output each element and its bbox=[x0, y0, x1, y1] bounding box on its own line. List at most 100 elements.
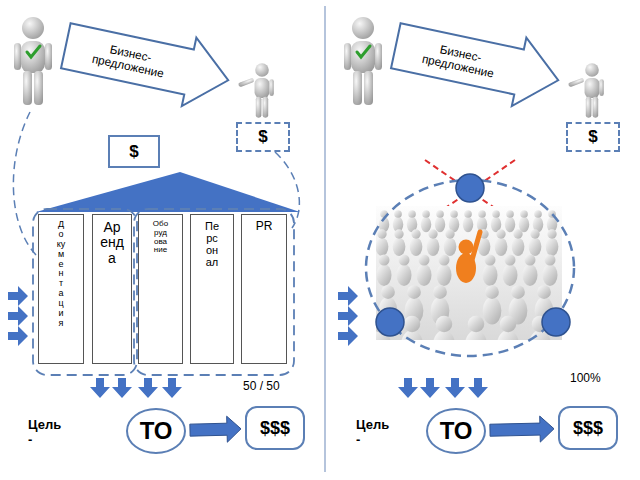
pillar-box: Документация bbox=[38, 214, 84, 364]
arrow-outline bbox=[59, 12, 236, 115]
dashed-group bbox=[33, 209, 137, 375]
pillar-box: Аренда bbox=[92, 214, 132, 364]
highlighted-head bbox=[459, 240, 474, 255]
text-holder: $ bbox=[568, 124, 618, 150]
input-arrow bbox=[338, 286, 358, 306]
result-box: $$$ bbox=[245, 406, 305, 450]
crowd-person bbox=[495, 229, 508, 256]
node-text: $ bbox=[129, 142, 138, 162]
down-arrow bbox=[468, 378, 488, 398]
down-arrow bbox=[112, 378, 132, 398]
down-arrow bbox=[138, 378, 158, 398]
crowd-person bbox=[463, 210, 474, 232]
down-arrow bbox=[445, 378, 465, 398]
crowd-person bbox=[444, 229, 457, 256]
arrow-outline bbox=[389, 12, 566, 115]
crowd-person bbox=[421, 210, 432, 232]
input-arrow bbox=[8, 306, 28, 326]
text-holder: $ bbox=[110, 137, 158, 166]
target-ellipse: ТО bbox=[126, 408, 186, 454]
down-arrow bbox=[420, 378, 440, 398]
ellipse-outline bbox=[127, 409, 185, 453]
input-arrow bbox=[338, 306, 358, 326]
node-text: Документация bbox=[57, 220, 66, 329]
dashed-box: $ bbox=[236, 122, 290, 152]
dashed-ellipse bbox=[366, 180, 574, 356]
crowd-person bbox=[497, 316, 520, 340]
arrow-shape: Бизнес-предложение bbox=[57, 11, 238, 115]
down-arrow bbox=[90, 378, 110, 398]
text-holder: ТО bbox=[126, 408, 186, 454]
crowd-person bbox=[483, 285, 502, 324]
ellipse-outline bbox=[427, 409, 485, 453]
highlighted-person bbox=[456, 232, 480, 283]
crowd-person bbox=[437, 255, 452, 287]
target-ellipse: ТО bbox=[426, 408, 486, 454]
divider-line bbox=[324, 6, 326, 472]
node-text: ТО bbox=[440, 417, 473, 445]
block-arrow bbox=[190, 416, 241, 442]
ratio-label: 100% bbox=[570, 372, 601, 386]
roof bbox=[36, 172, 300, 212]
result-box: $$$ bbox=[558, 406, 618, 450]
node-text: $ bbox=[588, 127, 597, 147]
crowd-person bbox=[427, 229, 440, 256]
crowd-person bbox=[435, 210, 446, 232]
crowd-person bbox=[417, 255, 432, 287]
person-figure bbox=[344, 17, 382, 105]
crowd-person bbox=[533, 210, 544, 232]
person-figure bbox=[238, 63, 274, 118]
crowd-person bbox=[393, 229, 406, 256]
crowd-person bbox=[477, 210, 488, 232]
node-text: Персонал bbox=[204, 220, 220, 268]
crowd-person bbox=[407, 210, 418, 232]
crowd-person bbox=[410, 229, 423, 256]
input-arrow bbox=[8, 286, 28, 306]
crowd bbox=[376, 285, 553, 340]
crowd-person bbox=[523, 255, 538, 287]
crowd-person bbox=[449, 210, 460, 232]
person-figure bbox=[14, 17, 52, 105]
input-arrow bbox=[338, 326, 358, 346]
crowd-person bbox=[543, 255, 558, 287]
crowd-person bbox=[503, 255, 518, 287]
node-text: PR bbox=[256, 220, 273, 233]
blue-dot bbox=[376, 308, 404, 336]
blue-dot bbox=[456, 174, 484, 202]
blue-dots bbox=[376, 174, 570, 336]
crowd-person bbox=[376, 229, 388, 256]
down-arrows bbox=[90, 378, 488, 398]
text-holder: $$$ bbox=[560, 408, 616, 448]
crowd-person bbox=[483, 255, 498, 287]
ratio-label: 50 / 50 bbox=[243, 380, 280, 394]
node-text: Оборудование bbox=[153, 220, 169, 255]
goal-label: Цель - bbox=[28, 418, 66, 448]
goal-label: Цель - bbox=[356, 418, 394, 448]
dashed-box: $ bbox=[566, 122, 620, 152]
node-text: $$$ bbox=[573, 418, 603, 439]
input-arrow bbox=[8, 326, 28, 346]
dashed-group bbox=[134, 209, 294, 375]
crowd-person bbox=[546, 229, 559, 256]
pillar-box: Оборудование bbox=[138, 214, 183, 364]
crowd-person bbox=[433, 316, 456, 340]
pillar-box: PR bbox=[241, 214, 287, 364]
check-mark bbox=[357, 46, 370, 57]
node-text: $$$ bbox=[260, 418, 290, 439]
text-holder: Аренда bbox=[93, 220, 131, 363]
person-figure bbox=[568, 63, 604, 118]
text-holder: ТО bbox=[426, 408, 486, 454]
text-holder: Персонал bbox=[191, 220, 233, 363]
crowd-person bbox=[377, 255, 392, 287]
crowd-person bbox=[547, 210, 558, 232]
crowd-person bbox=[529, 229, 542, 256]
text-holder: Оборудование bbox=[139, 220, 182, 363]
crowd bbox=[376, 210, 558, 286]
text-holder: $$$ bbox=[247, 408, 303, 448]
crowd-person bbox=[393, 210, 404, 232]
raised-arm bbox=[472, 232, 480, 260]
text-holder: $ bbox=[238, 124, 288, 150]
down-arrow bbox=[162, 378, 182, 398]
node-text: $ bbox=[258, 127, 267, 147]
